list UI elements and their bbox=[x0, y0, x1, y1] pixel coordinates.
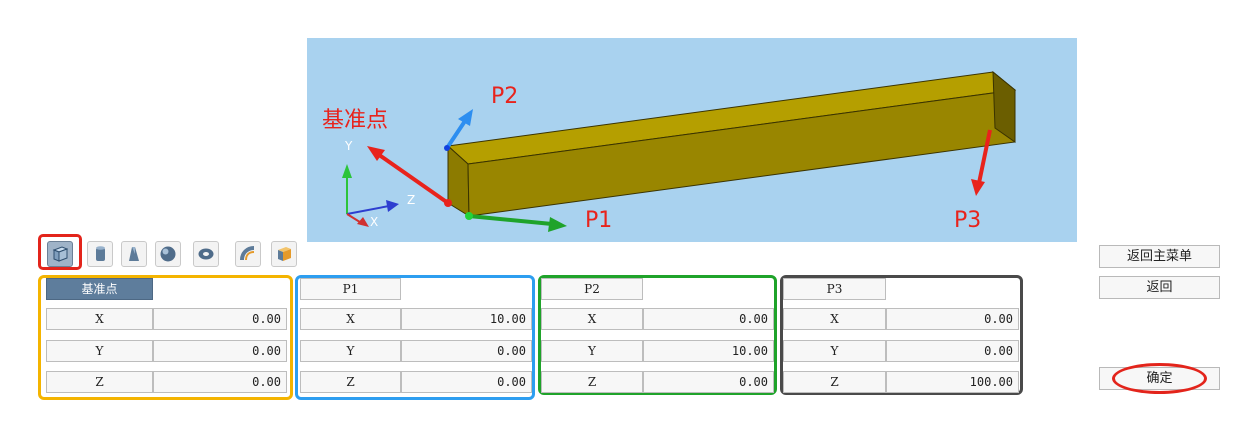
pipe-icon bbox=[240, 246, 255, 261]
box-icon bbox=[52, 246, 69, 262]
base-point-y-label: Y bbox=[46, 340, 153, 362]
p3-x-value[interactable]: 0.00 bbox=[886, 308, 1019, 330]
confirm-button[interactable]: 确定 bbox=[1099, 367, 1220, 390]
box-tool-button[interactable] bbox=[47, 241, 73, 267]
p1-group-frame bbox=[295, 275, 535, 400]
p3-z-value[interactable]: 100.00 bbox=[886, 371, 1019, 393]
p3-group-frame bbox=[780, 275, 1023, 395]
base-point-arrow bbox=[373, 150, 450, 205]
p2-y-label: Y bbox=[541, 340, 643, 362]
wedge-icon bbox=[129, 247, 139, 261]
base-point-x-value[interactable]: 0.00 bbox=[153, 308, 287, 330]
cube-shaded-tool-button[interactable] bbox=[271, 241, 297, 267]
p2-x-value[interactable]: 0.00 bbox=[643, 308, 774, 330]
base-point-label: 基准点 bbox=[322, 108, 389, 133]
p1-marker bbox=[465, 212, 473, 220]
back-button[interactable]: 返回 bbox=[1099, 276, 1220, 299]
sphere-icon bbox=[160, 246, 176, 262]
base-point-header[interactable]: 基准点 bbox=[46, 278, 153, 300]
p2-marker bbox=[444, 145, 450, 151]
3d-viewport[interactable]: 基准点 P2 P1 P3 Y Z X bbox=[307, 38, 1077, 242]
cube-shaded-icon bbox=[278, 247, 291, 261]
p2-label: P2 bbox=[491, 84, 519, 109]
cylinder-tool-button[interactable] bbox=[87, 241, 113, 267]
p2-z-label: Z bbox=[541, 371, 643, 393]
y-axis-label: Y bbox=[345, 139, 353, 153]
x-axis-label: X bbox=[370, 215, 379, 229]
p2-y-value[interactable]: 10.00 bbox=[643, 340, 774, 362]
cylinder-icon bbox=[96, 246, 105, 261]
torus-icon bbox=[198, 248, 214, 260]
p1-y-label: Y bbox=[300, 340, 401, 362]
base-point-group-frame bbox=[38, 275, 293, 400]
p1-x-value[interactable]: 10.00 bbox=[401, 308, 532, 330]
p1-z-value[interactable]: 0.00 bbox=[401, 371, 532, 393]
base-point-z-label: Z bbox=[46, 371, 153, 393]
beam-scene bbox=[342, 70, 1017, 232]
p1-y-value[interactable]: 0.00 bbox=[401, 340, 532, 362]
z-axis-line bbox=[346, 205, 390, 215]
p1-arrow bbox=[468, 214, 553, 226]
z-axis-label: Z bbox=[407, 193, 416, 207]
selected-tool-highlight bbox=[38, 234, 82, 270]
p3-y-label: Y bbox=[783, 340, 886, 362]
p2-z-value[interactable]: 0.00 bbox=[643, 371, 774, 393]
wedge-tool-button[interactable] bbox=[121, 241, 147, 267]
p3-header[interactable]: P3 bbox=[783, 278, 886, 300]
p2-x-label: X bbox=[541, 308, 643, 330]
base-point-z-value[interactable]: 0.00 bbox=[153, 371, 287, 393]
p3-y-value[interactable]: 0.00 bbox=[886, 340, 1019, 362]
p3-arrow bbox=[977, 129, 992, 184]
p1-label: P1 bbox=[585, 208, 613, 233]
p1-x-label: X bbox=[300, 308, 401, 330]
p3-z-label: Z bbox=[783, 371, 886, 393]
base-point-marker bbox=[444, 199, 452, 207]
torus-tool-button[interactable] bbox=[193, 241, 219, 267]
pipe-tool-button[interactable] bbox=[235, 241, 261, 267]
p1-z-label: Z bbox=[300, 371, 401, 393]
p3-label: P3 bbox=[954, 208, 982, 233]
p1-header[interactable]: P1 bbox=[300, 278, 401, 300]
beam-end-face bbox=[992, 70, 1016, 143]
base-point-y-value[interactable]: 0.00 bbox=[153, 340, 287, 362]
p2-header[interactable]: P2 bbox=[541, 278, 643, 300]
sphere-tool-button[interactable] bbox=[155, 241, 181, 267]
main-menu-button[interactable]: 返回主菜单 bbox=[1099, 245, 1220, 268]
p2-group-frame bbox=[538, 275, 777, 395]
p3-x-label: X bbox=[783, 308, 886, 330]
base-point-x-label: X bbox=[46, 308, 153, 330]
p2-arrow bbox=[445, 116, 469, 150]
